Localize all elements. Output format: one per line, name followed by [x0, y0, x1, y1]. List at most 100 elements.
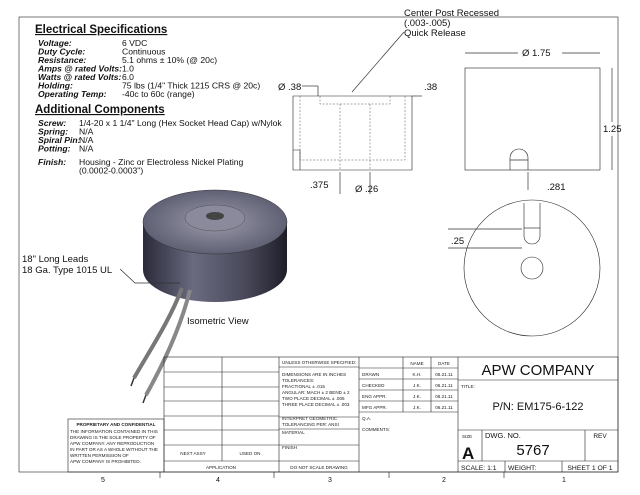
dim-lead-offset: .375: [310, 180, 329, 191]
title-block-text: UNLESS OTHERWISE SPECIFIED: DIMENSIONS A…: [70, 360, 613, 472]
tolerance-line: ANGULAR: MACH ± 2 BEND ± 2: [282, 390, 350, 395]
approval-date: 06.21.11: [435, 405, 453, 410]
approval-name: K.H.: [413, 372, 422, 377]
used-on-label: USED ON: [240, 451, 261, 456]
zone-label: 5: [101, 477, 105, 484]
component-value: N/A: [79, 135, 94, 145]
interpret-note: TOLERANCING PER: ANSI: [282, 422, 339, 427]
center-post-note: Center Post Recessed: [404, 8, 499, 19]
spec-value: -40c to 60c (range): [122, 89, 195, 99]
title-label: TITLE:: [461, 384, 475, 389]
proprietary-text: THE INFORMATION CONTAINED IN THIS: [70, 429, 158, 434]
title-block: [67, 356, 619, 473]
isometric-label: Isometric View: [187, 316, 249, 327]
scale: SCALE: 1:1: [461, 465, 497, 472]
tolerance-line: DIMENSIONS ARE IN INCHES: [282, 372, 346, 377]
size-label: SIZE: [462, 434, 472, 439]
sheet-number: SHEET 1 OF 1: [567, 465, 612, 472]
electrical-title: Electrical Specifications: [35, 24, 167, 36]
tolerance-line: TWO PLACE DECIMAL ± .005: [282, 396, 345, 401]
spec-value: 6.0: [122, 72, 134, 82]
sheet-size: A: [462, 444, 474, 463]
weight: WEIGHT:: [508, 465, 536, 472]
zone-label: 4: [216, 477, 220, 484]
approval-name: J.K.: [413, 383, 421, 388]
additional-components: Additional Components Screw: 1/4-20 x 1 …: [35, 104, 282, 176]
spec-label: Resistance:: [38, 55, 86, 65]
zone-label: 2: [442, 477, 446, 484]
dim-height: 1.25: [603, 124, 622, 135]
component-value: N/A: [79, 144, 94, 154]
tolerance-line: FRACTIONAL ± .015: [282, 384, 325, 389]
date-header: DATE: [438, 361, 450, 366]
approval-role: MFG APPR.: [362, 405, 387, 410]
application-label: APPLICATION: [206, 465, 236, 470]
component-label: Spiral Pin:: [38, 135, 81, 145]
approval-name: J.K.: [413, 405, 421, 410]
leads-note: 18" Long Leads: [22, 254, 88, 265]
dim-hole-diameter: Ø .26: [355, 184, 378, 195]
zone-markers: 5 4 3 2 1: [101, 472, 566, 484]
proprietary-text: WRITTEN PERMISSION OF: [70, 453, 129, 458]
spec-label: Holding:: [38, 81, 73, 91]
proprietary-title: PROPRIETARY AND CONFIDENTIAL: [76, 422, 155, 427]
component-label: Spring:: [38, 127, 68, 137]
interpret-note: INTERPRET GEOMETRIC: [282, 416, 338, 421]
side-view: Ø 1.75 1.25 .281: [464, 48, 622, 193]
spec-value: 75 lbs (1/4" Thick 1215 CRS @ 20c): [122, 81, 260, 91]
approval-role: CHECKED: [362, 383, 385, 388]
tolerance-line: THREE PLACE DECIMAL ± .003: [282, 402, 350, 407]
approval-date: 06.21.11: [435, 372, 453, 377]
electrical-specifications: Electrical Specifications Voltage: 6 VDC…: [35, 24, 260, 99]
proprietary-text: APW COMPANY. ANY REPRODUCTION: [70, 441, 154, 446]
finish-field-label: FINISH: [282, 445, 297, 450]
proprietary-text: APW COMPANY IS PROHIBITED.: [70, 459, 141, 464]
leads-note: 18 Ga. Type 1015 UL: [22, 265, 112, 276]
spec-label: Watts @ rated Volts:: [38, 72, 121, 82]
dim-post-height: .38: [424, 82, 437, 93]
approval-date: 06.21.11: [435, 383, 453, 388]
zone-label: 1: [562, 477, 566, 484]
spec-label: Operating Temp:: [38, 89, 107, 99]
center-post-note: (.003-.005): [404, 18, 450, 29]
dim-post-diameter: Ø .38: [278, 82, 301, 93]
proprietary-text: IN PART OR AS A WHOLE WITHOUT THE: [70, 447, 158, 452]
dim-outer-diameter: Ø 1.75: [522, 48, 551, 59]
comments-label: COMMENTS:: [362, 427, 390, 432]
center-post-note: Quick Release: [404, 28, 466, 39]
material-label: MATERIAL: [282, 430, 305, 435]
bottom-view: .25: [448, 199, 601, 337]
do-not-scale: DO NOT SCALE DRAWING: [290, 465, 348, 470]
dim-lead-height: .281: [547, 182, 566, 193]
finish-value: (0.0002-0.0003"): [79, 166, 143, 176]
dwg-no-label: DWG. NO.: [485, 431, 521, 440]
dim-lead-position: .25: [451, 236, 464, 247]
tolerance-line: TOLERANCES:: [282, 378, 314, 383]
approval-name: J.K.: [413, 394, 421, 399]
section-view: Center Post Recessed (.003-.005) Quick R…: [278, 8, 499, 195]
spec-label: Amps @ rated Volts:: [37, 64, 122, 74]
proprietary-text: DRAWING IS THE SOLE PROPERTY OF: [70, 435, 156, 440]
finish-label: Finish:: [38, 157, 66, 167]
spec-label: Duty Cycle:: [38, 47, 85, 57]
spec-label: Voltage:: [38, 38, 72, 48]
additional-title: Additional Components: [35, 104, 165, 116]
spec-value: 1.0: [122, 64, 134, 74]
company-name: APW COMPANY: [481, 362, 594, 379]
drawing-number: 5767: [516, 442, 549, 459]
component-value: N/A: [79, 127, 94, 137]
next-assy-label: NEXT ASSY: [180, 451, 205, 456]
spec-value: 6 VDC: [122, 38, 147, 48]
isometric-view: 18" Long Leads 18 Ga. Type 1015 UL Isome…: [22, 189, 288, 404]
approval-date: 06.21.11: [435, 394, 453, 399]
component-value: 1/4-20 x 1 1/4" Long (Hex Socket Head Ca…: [79, 118, 282, 128]
component-label: Screw:: [38, 118, 66, 128]
zone-label: 3: [328, 477, 332, 484]
name-header: NAME: [410, 361, 423, 366]
approval-role: ENG APPR.: [362, 394, 387, 399]
approval-role: Q.A.: [362, 416, 371, 421]
finish-value: Housing - Zinc or Electroless Nickel Pla…: [79, 157, 244, 167]
part-number: P/N: EM175-6-122: [492, 401, 583, 413]
unless-specified: UNLESS OTHERWISE SPECIFIED:: [282, 360, 356, 365]
